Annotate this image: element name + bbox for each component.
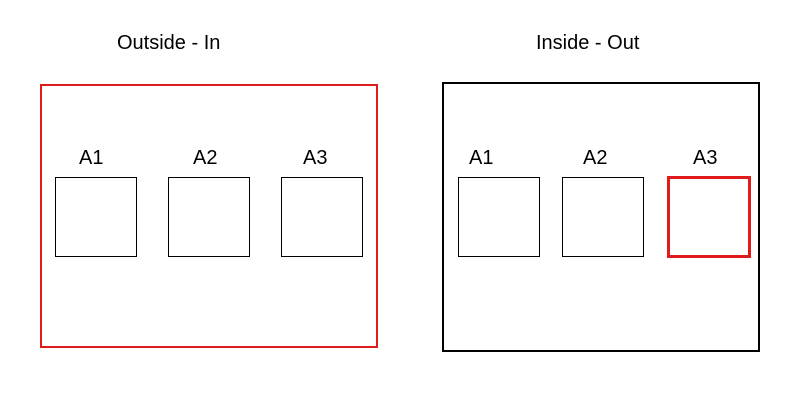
panel-title-outside-in: Outside - In <box>117 32 221 54</box>
box-label-a3-right: A3 <box>693 147 718 169</box>
box-label-a1-right: A1 <box>469 147 494 169</box>
panel-outside-in <box>40 84 378 348</box>
panel-inside-out <box>442 82 760 352</box>
box-label-a3-left: A3 <box>303 147 328 169</box>
box-label-a2-right: A2 <box>583 147 608 169</box>
box-label-a2-left: A2 <box>193 147 218 169</box>
box-label-a1-left: A1 <box>79 147 104 169</box>
box-a1-right <box>458 177 540 257</box>
box-a3-left <box>281 177 363 257</box>
box-a1-left <box>55 177 137 257</box>
panel-title-inside-out: Inside - Out <box>536 32 640 54</box>
box-a3-right <box>667 176 751 258</box>
box-a2-right <box>562 177 644 257</box>
box-a2-left <box>168 177 250 257</box>
